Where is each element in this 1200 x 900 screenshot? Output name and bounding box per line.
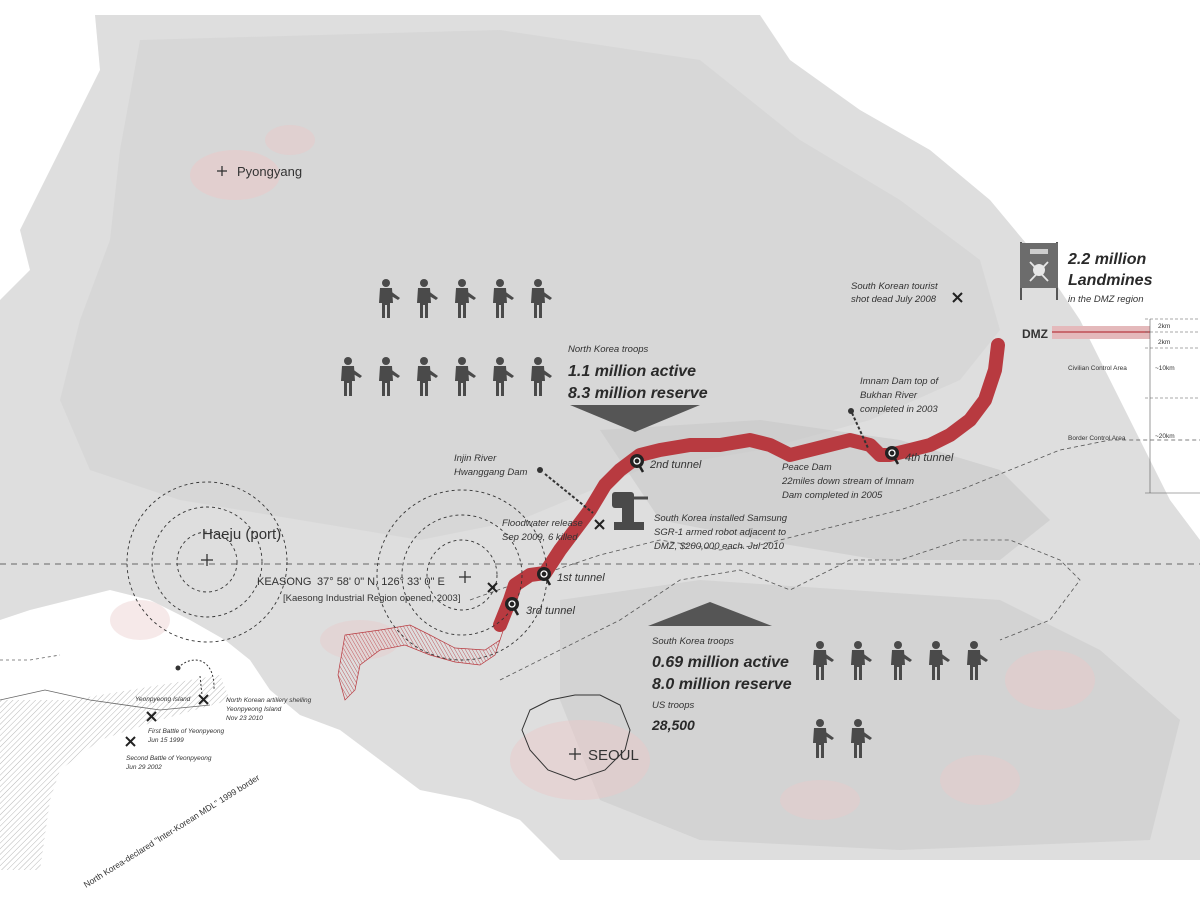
south-troops-active: 0.69 million active [652,654,789,671]
dmz-band [493,338,1005,632]
imnam-line-1: Imnam Dam top of [860,376,939,387]
shelling-arrows [177,659,215,696]
shelling-line-3: Nov 23 2010 [226,715,263,722]
flood-line-1: Floodwater release [502,518,583,529]
tunnel-4-label: 4th tunnel [905,452,954,464]
peace-line-1: Peace Dam [782,462,832,473]
seoul-outline [521,694,631,781]
injin-line-2: Hwanggang Dam [454,467,527,478]
sentry-robot-icon [612,492,648,530]
dmz-scale-legend [1052,318,1200,494]
kaesong-label: KEASONG [257,576,311,588]
kaesong-note: [Kaesong Industrial Region opened, 2003] [283,593,460,604]
tunnel-3-label: 3rd tunnel [526,605,575,617]
landmines-caption: in the DMZ region [1068,294,1144,305]
imnam-line-3: completed in 2003 [860,404,938,415]
border-control-line [499,539,1081,681]
tunnel-1-label: 1st tunnel [557,572,605,584]
tunnel-2-label: 2nd tunnel [649,459,702,471]
border-control-label: Border Control Area [1068,435,1126,442]
yeonpyeong-x-icon [125,694,209,747]
peace-line-3: Dam completed in 2005 [782,490,883,501]
city-markers [201,166,581,760]
control-area-line [469,439,1200,601]
pyongyang-label: Pyongyang [237,164,302,179]
tourist-line-2: shot dead July 2008 [851,294,937,305]
yeonpyeong-island-label: Yeonpyeong Island [135,696,191,703]
south-arrow-up [648,602,772,626]
injin-dot [537,467,543,473]
mdl-border-label: North Korea-declared "Inter-Korean MDL" … [82,772,262,889]
landmines-unit: Landmines [1068,272,1153,289]
south-troops-reserve: 8.0 million reserve [652,676,792,693]
us-troops-label: US troops [652,700,694,711]
south-troops-label: South Korea troops [652,636,734,647]
maritime-border-zone [0,654,230,870]
shelling-line-2: Yeonpyeong Island [226,706,282,713]
han-estuary-zone [337,624,506,701]
imnam-pointer [851,412,869,449]
robot-line-3: DMZ, $200,000 each. Jul 2010 [654,541,785,552]
second-battle-line-1: Second Battle of Yeonpyeong [126,755,212,762]
scale-10km: ~10km [1155,365,1175,372]
imnam-dot [848,408,854,414]
landmines-value: 2.2 million [1067,251,1146,268]
robot-line-1: South Korea installed Samsung [654,513,788,524]
kaesong-coords: 37° 58' 0" N, 126° 33' 0" E [317,576,445,588]
scale-20km: ~20km [1155,433,1175,440]
peace-line-2: 22miles down stream of Imnam [781,476,914,487]
imnam-line-2: Bukhan River [860,390,918,401]
north-troops-active: 1.1 million active [568,363,696,380]
north-troops-reserve: 8.3 million reserve [568,385,708,402]
flood-x-icon [594,519,605,530]
haeju-label: Haeju (port) [202,526,281,543]
robot-line-2: SGR-1 armed robot adjacent to [654,527,786,538]
seoul-label: SEOUL [588,747,639,764]
civilian-control-label: Civilian Control Area [1068,365,1127,372]
kaesong-x-icon [487,582,498,593]
injin-line-1: Injin River [454,453,497,464]
flood-line-2: Sep 2009, 6 killed [502,532,578,543]
second-battle-line-2: Jun 29 2002 [125,764,162,771]
tourist-line-1: South Korean tourist [851,281,938,292]
landmine-sign-icon [1020,242,1058,300]
dmz-label: DMZ [1022,327,1048,341]
shelling-line-1: North Korean artillery shelling [226,697,312,704]
north-troops-label: North Korea troops [568,344,649,355]
first-battle-line-1: First Battle of Yeonpyeong [148,728,225,735]
shelling-origin-dot [175,665,181,671]
scale-2km-south: 2km [1158,339,1170,346]
terrain [0,15,1200,860]
injin-pointer [544,473,594,514]
us-troops-value: 28,500 [651,717,695,733]
tourist-x-icon [952,292,963,303]
scale-2km-north: 2km [1158,323,1170,330]
first-battle-line-2: Jun 15 1999 [147,737,184,744]
haeju-rings [126,481,288,643]
north-arrow-down [570,405,700,432]
